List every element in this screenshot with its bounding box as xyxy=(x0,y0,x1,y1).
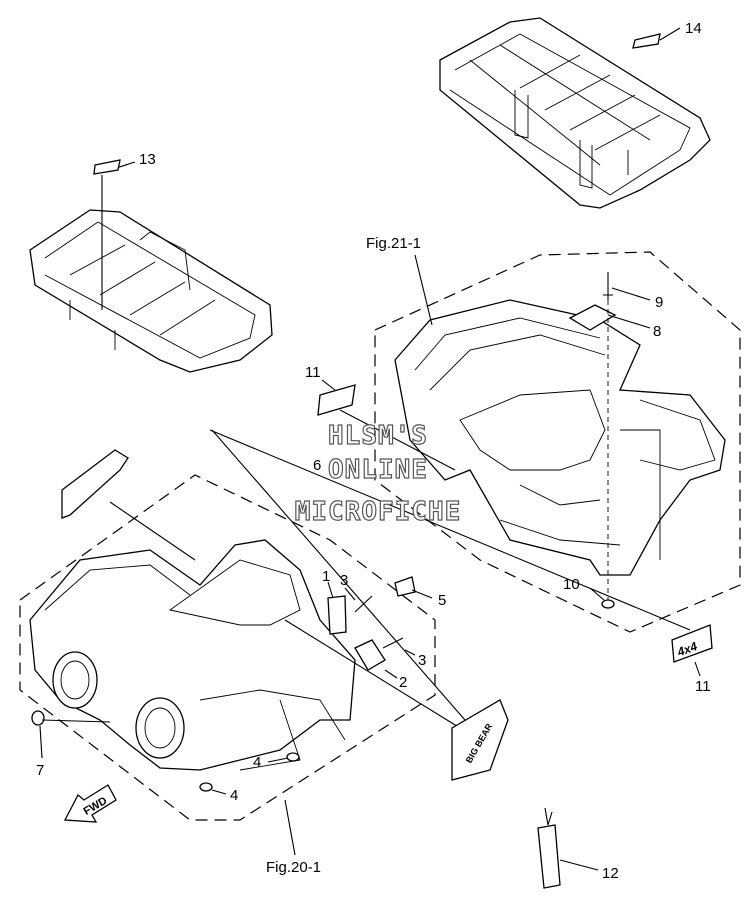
leader-5 xyxy=(411,589,433,599)
rivet-9 xyxy=(603,272,613,300)
grommet-4a xyxy=(286,752,300,762)
leader-7 xyxy=(39,725,43,759)
grommet-10 xyxy=(601,599,615,609)
emblem-11-upper xyxy=(317,384,356,416)
callout-11-upper: 11 xyxy=(305,364,321,381)
figure-ref-rear: Fig.21-1 xyxy=(366,235,421,252)
decal-5 xyxy=(394,576,416,597)
watermark-line1: HLSM'S xyxy=(328,421,428,451)
callout-11-lower: 11 xyxy=(695,678,711,695)
callout-13: 13 xyxy=(139,151,156,168)
leader-12 xyxy=(559,859,599,871)
leader-10 xyxy=(589,587,605,601)
figure-ref-front: Fig.20-1 xyxy=(266,859,321,876)
bracket-1 xyxy=(327,595,347,635)
leader-7b xyxy=(41,719,111,723)
callout-14: 14 xyxy=(685,20,702,37)
callout-12: 12 xyxy=(602,865,619,882)
leader-emblem-left xyxy=(109,501,196,561)
leader-14 xyxy=(659,27,681,41)
callout-4-upper: 4 xyxy=(253,754,261,771)
emblem-4x4-text: 4x4 xyxy=(675,639,700,659)
label-decal-13 xyxy=(93,159,121,175)
leader-11-lower xyxy=(694,661,701,677)
rear-fender-part xyxy=(394,299,726,576)
callout-3-upper: 3 xyxy=(340,572,348,589)
leader-2 xyxy=(384,669,398,679)
emblem-4x4: 4x4 xyxy=(671,624,713,663)
emblem-left-blank xyxy=(61,449,129,519)
leader-3b xyxy=(404,649,416,656)
callout-9: 9 xyxy=(655,294,663,311)
label-decal-14 xyxy=(632,33,661,49)
rear-carrier-part xyxy=(439,17,711,209)
leader-fig21 xyxy=(414,254,433,326)
grommet-4b xyxy=(199,782,213,792)
leader-11-upper xyxy=(321,379,336,391)
callout-6: 6 xyxy=(313,457,321,474)
callout-3-lower: 3 xyxy=(418,652,426,669)
leader-9 xyxy=(611,287,651,301)
leader-4a xyxy=(267,757,289,763)
callout-10: 10 xyxy=(563,576,580,593)
leader-4b xyxy=(211,789,227,795)
callout-4-lower: 4 xyxy=(230,787,238,804)
callout-1: 1 xyxy=(322,568,330,585)
bracket-2 xyxy=(354,639,386,671)
leader-6 xyxy=(339,409,456,471)
leader-fig20 xyxy=(284,799,296,856)
emblem-big-bear: BIG BEAR xyxy=(451,699,509,781)
leader-emblem-big xyxy=(211,429,466,721)
tag-12 xyxy=(537,824,561,889)
watermark-line3: MICROFICHE xyxy=(295,497,462,527)
cap-7 xyxy=(31,710,45,726)
front-carrier-part xyxy=(29,209,273,373)
leader-1 xyxy=(327,581,334,599)
watermark-line2: ONLINE xyxy=(328,455,428,485)
fwd-arrow: FWD xyxy=(63,784,117,823)
rear-stay-plate-8 xyxy=(568,304,617,331)
leader-emblem-big-2 xyxy=(284,619,461,729)
leader-4x4-line xyxy=(209,429,691,631)
leader-8 xyxy=(607,314,651,329)
callout-7: 7 xyxy=(36,762,44,779)
tag-12-string xyxy=(544,807,553,826)
rear-fender-boundary xyxy=(374,251,741,633)
callout-8: 8 xyxy=(653,323,661,340)
front-fender-boundary xyxy=(19,474,436,821)
callout-2: 2 xyxy=(399,674,407,691)
callout-5: 5 xyxy=(438,592,446,609)
front-fender-part xyxy=(29,539,356,771)
leader-3a xyxy=(344,587,356,601)
bolt-3-lower xyxy=(382,637,404,649)
